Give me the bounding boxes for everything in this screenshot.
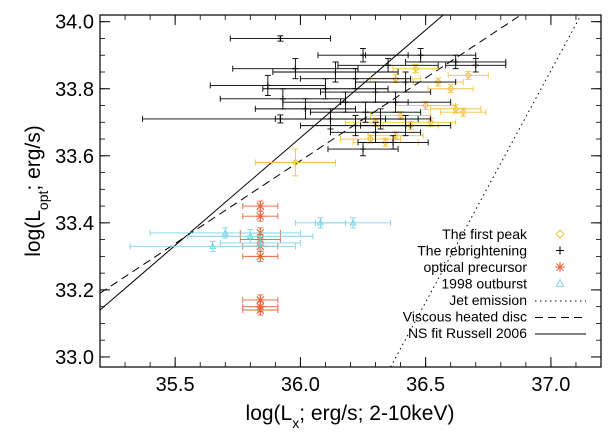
data-point (452, 58, 459, 65)
data-points (129, 35, 507, 316)
legend-label-viscous-heated-disc: Viscous heated disc (403, 309, 527, 325)
data-point (255, 211, 266, 222)
data-point (372, 129, 379, 136)
x-tick-label: 37.0 (531, 374, 570, 396)
axis-ticks: 35.5 36.0 36.5 37.0 33.0 33.2 33.4 33.6 33.8 34.0 (55, 12, 602, 396)
data-point (381, 138, 390, 147)
data-point (209, 242, 217, 249)
legend-label-ns-fit-russell-2006: NS fit Russell 2006 (408, 325, 527, 341)
line-viscous-heated-disc (100, 15, 522, 294)
y-tick-label: 33.6 (55, 146, 94, 168)
data-point (302, 105, 309, 112)
data-point (277, 35, 284, 42)
series-the-first-peak (254, 64, 489, 177)
line-jet-emission (390, 15, 582, 367)
data-point (256, 238, 264, 246)
x-tick-label: 36.0 (281, 374, 320, 396)
data-point (390, 139, 397, 146)
y-tick-label: 33.2 (55, 280, 94, 302)
data-point (385, 62, 392, 69)
y-tick-label: 34.0 (55, 12, 94, 34)
data-point (332, 68, 339, 75)
x-axis-label: log(Lx; erg/s; 2-10keV) (246, 402, 455, 431)
data-point (246, 232, 254, 239)
data-point (255, 305, 266, 316)
data-point (360, 52, 367, 59)
data-point (372, 89, 379, 96)
data-point (434, 78, 442, 86)
legend-symbol-the-rebrightening (556, 246, 564, 255)
data-point (411, 64, 420, 73)
data-point (464, 71, 472, 80)
y-tick-label: 33.0 (55, 347, 94, 369)
data-point (360, 146, 367, 153)
data-point (255, 294, 266, 305)
data-point (377, 115, 384, 122)
series-1998-outburst (129, 217, 392, 252)
data-point (316, 218, 324, 226)
data-point (472, 62, 479, 69)
legend-label-1998-outburst: 1998 outburst (441, 276, 527, 292)
data-point (421, 101, 430, 110)
legend-label-jet-emission: Jet emission (449, 292, 527, 308)
data-point (292, 65, 299, 72)
data-point (402, 122, 409, 129)
legend-label-the-rebrightening: The rebrightening (417, 243, 527, 259)
data-point (459, 108, 467, 116)
data-point (264, 82, 271, 89)
legend-symbol-1998-outburst (555, 278, 565, 287)
data-point (446, 85, 455, 93)
data-point (402, 79, 409, 86)
legend-symbol-optical-precursor (555, 262, 565, 272)
data-point (362, 109, 369, 116)
data-point (291, 158, 300, 167)
legend-symbol-the-first-peak (555, 229, 565, 239)
data-point (322, 85, 329, 92)
data-point (417, 52, 424, 59)
legend-label-optical-precursor: optical precursor (424, 259, 528, 275)
data-point (255, 201, 266, 212)
data-point (392, 99, 399, 106)
y-tick-label: 33.4 (55, 213, 94, 235)
legend-label-the-first-peak: The first peak (442, 226, 528, 242)
y-axis-label: log(Lopt; erg/s) (22, 125, 51, 257)
data-point (255, 251, 266, 262)
y-tick-label: 33.8 (55, 79, 94, 101)
series-optical-precursor (239, 200, 281, 316)
x-tick-label: 35.5 (156, 374, 195, 396)
data-point (352, 122, 359, 129)
data-point (221, 228, 229, 236)
data-point (349, 218, 357, 226)
series-the-rebrightening (142, 35, 507, 157)
x-tick-label: 36.5 (406, 374, 445, 396)
